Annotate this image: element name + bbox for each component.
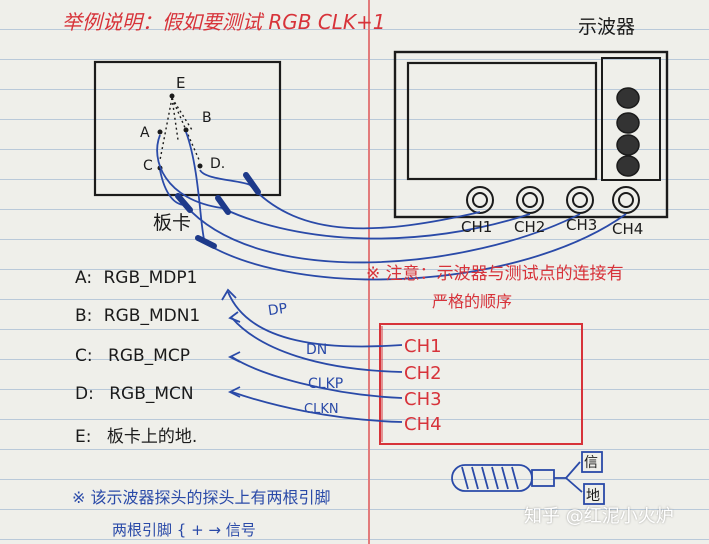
board-outline <box>93 60 282 197</box>
signal-label-clkn: CLKN <box>304 402 339 417</box>
box-ch4-label: CH4 <box>404 414 442 435</box>
knob-2 <box>616 112 640 134</box>
scope-screen <box>406 61 598 181</box>
margin-line <box>368 0 370 544</box>
connector-ch3 <box>566 186 594 214</box>
probe-ground-tip: 地 <box>586 488 600 504</box>
legend-c-value: RGB_MCP <box>108 346 190 366</box>
legend-b-key: B: <box>75 306 93 326</box>
box-ch3-label: CH3 <box>404 389 442 410</box>
dotted-ground-lines <box>159 97 201 163</box>
arrow-heads <box>221 288 241 398</box>
connection-note-line2: 严格的顺序 <box>432 292 513 311</box>
scope-knobs <box>616 87 640 177</box>
legend-b: B: RGB_MDN1 <box>75 306 200 326</box>
legend-e: E: 板卡上的地. <box>75 422 197 447</box>
point-d-label: D. <box>210 156 226 172</box>
scope-body <box>393 50 669 219</box>
signal-arrows <box>227 291 403 423</box>
legend-d-value: RGB_MCN <box>109 384 194 404</box>
scope-ch2-label: CH2 <box>514 218 546 236</box>
legend-a-value: RGB_MDP1 <box>103 268 198 288</box>
connector-ch2 <box>516 186 544 214</box>
page-title: 举例说明：假如要测试 RGB CLK+1 <box>62 10 386 34</box>
connection-note-line1: ※ 注意：示波器与测试点的连接有 <box>366 264 624 284</box>
knob-3 <box>616 134 640 156</box>
legend-e-value: 板卡上的地. <box>106 427 198 447</box>
probe-points <box>157 93 203 171</box>
scope-ch4-label: CH4 <box>612 220 644 238</box>
watermark: 知乎 @红泥小火炉 <box>524 506 674 527</box>
probe-illustration <box>451 451 605 505</box>
probe-signal-tip: 信 <box>584 455 598 471</box>
legend-d: D: RGB_MCN <box>75 384 194 404</box>
point-e-label: E <box>176 74 186 92</box>
legend-c-key: C: <box>75 346 93 366</box>
scope-connectors <box>466 186 640 214</box>
bottom-note: ※ 该示波器探头的探头上有两根引脚 <box>72 488 331 507</box>
scope-knob-panel <box>601 57 661 181</box>
signal-label-dn: DN <box>306 342 328 358</box>
signal-label-dp: DP <box>266 300 289 320</box>
legend-d-key: D: <box>75 384 94 404</box>
legend-c: C: RGB_MCP <box>75 346 190 366</box>
board-label: 板卡 <box>153 212 192 234</box>
box-ch1-label: CH1 <box>404 336 442 357</box>
probe-cables <box>156 131 627 281</box>
signal-label-clkp: CLKP <box>308 376 344 392</box>
channel-box <box>379 323 583 445</box>
box-ch2-label: CH2 <box>404 363 442 384</box>
probe-heads <box>175 172 261 249</box>
scope-label: 示波器 <box>578 16 636 38</box>
connector-ch4 <box>612 186 640 214</box>
point-c-label: C <box>143 158 153 174</box>
knob-4 <box>616 155 640 177</box>
scope-ch3-label: CH3 <box>566 216 598 234</box>
legend-e-key: E: <box>75 427 92 447</box>
legend-b-value: RGB_MDN1 <box>103 306 201 326</box>
bottom-note-2: 两根引脚 { + → 信号 <box>112 521 256 539</box>
legend-a-key: A: <box>75 268 93 288</box>
point-b-label: B <box>202 110 212 126</box>
point-a-label: A <box>140 125 150 141</box>
connector-ch1 <box>466 186 494 214</box>
scope-ch1-label: CH1 <box>461 218 493 236</box>
knob-1 <box>616 87 640 109</box>
legend-a: A: RGB_MDP1 <box>75 268 197 288</box>
